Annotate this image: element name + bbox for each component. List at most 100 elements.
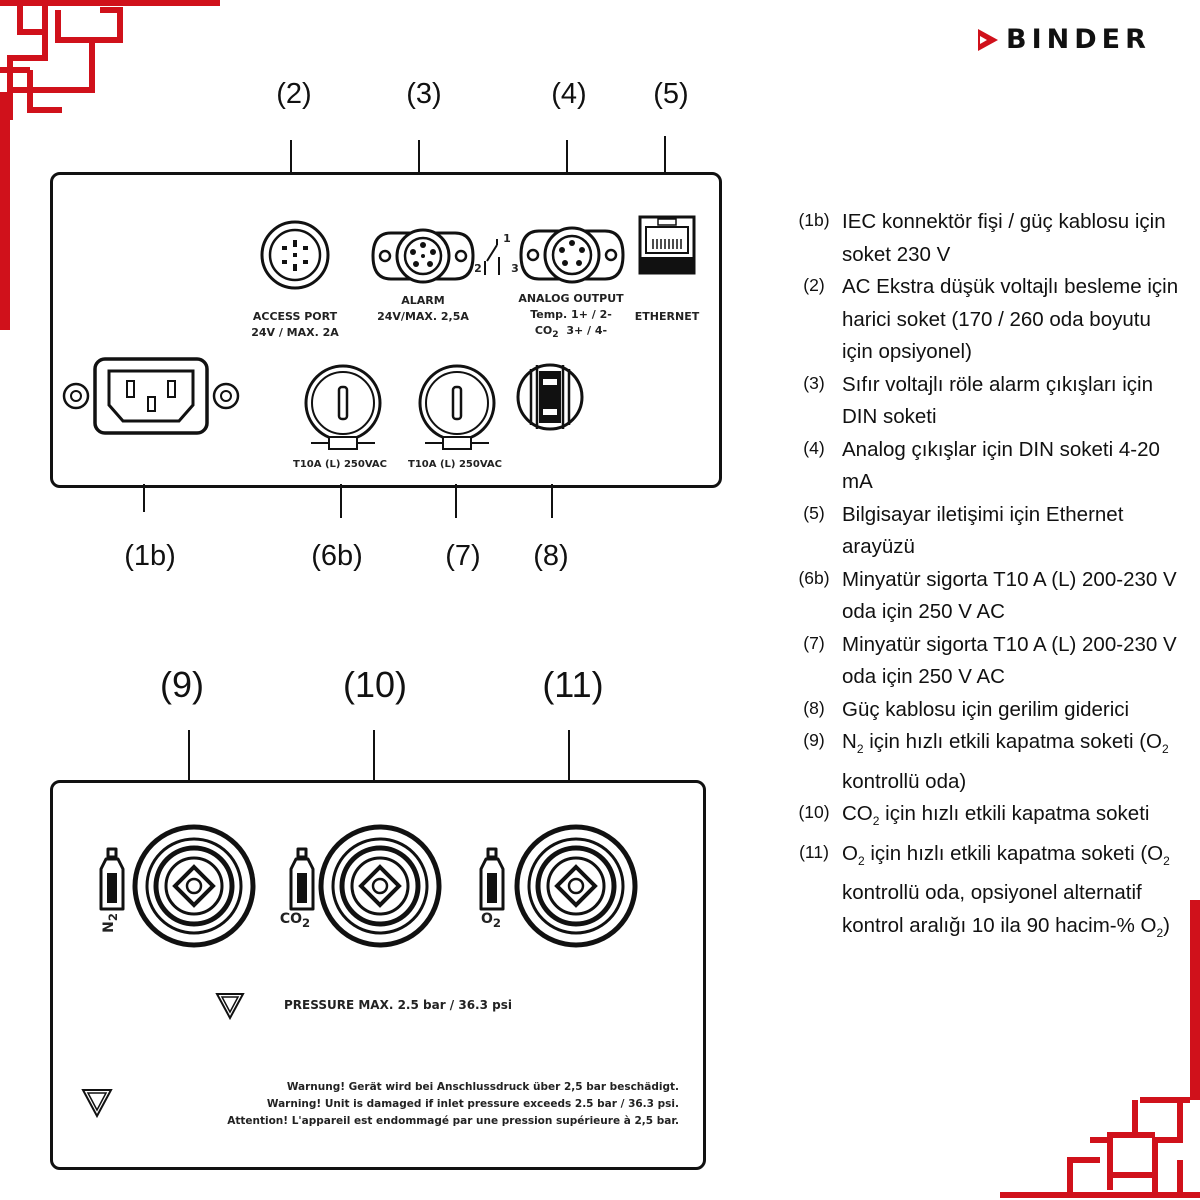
warning-en: Warning! Unit is damaged if inlet pressu… (266, 1098, 679, 1110)
alarm-text: ALARM (401, 294, 445, 307)
leader-line (143, 484, 145, 512)
legend-number: (6b) (798, 567, 830, 588)
fuse-symbol-icon (425, 436, 489, 450)
legend-text: CO2 için hızlı etkili kapatma soketi (842, 798, 1186, 838)
fuse-holder-icon (304, 364, 382, 442)
alarm-rating: 24V/MAX. 2,5A (377, 310, 469, 323)
callout-6b: (6b) (311, 540, 363, 572)
leader-line (455, 484, 457, 518)
callout-10: (10) (342, 664, 408, 705)
legend-item: (8) Güç kablosu için gerilim giderici (786, 694, 1186, 727)
legend-text: Güç kablosu için gerilim giderici (842, 697, 1130, 721)
callout-2: (2) (276, 78, 312, 110)
legend-number: (5) (803, 502, 825, 523)
rear-connection-panel: ACCESS PORT 24V / MAX. 2A 1 2 3 ALARM 24… (50, 172, 722, 488)
gas-label-main: CO (279, 911, 303, 927)
analog-output-din-socket-icon (519, 226, 625, 284)
gas-label-co2: CO2 (280, 911, 310, 931)
binder-logo-mark-icon (978, 28, 998, 51)
legend-item: (7)Minyatür sigorta T10 A (L) 200-230 V … (786, 629, 1186, 694)
pressure-text: PRESSURE MAX. 2.5 bar / 36.3 psi (284, 998, 512, 1012)
legend-text-part: için hızlı etkili kapatma soketi (O (863, 730, 1162, 753)
gas-label-o2: O2 (481, 911, 501, 931)
warning-triangle-icon (215, 993, 245, 1021)
fuse-label: T10A (L) 250VAC (408, 459, 502, 470)
legend-text: IEC konnektör fişi / güç kablosu için so… (842, 210, 1166, 266)
analog-output-label: ANALOG OUTPUT Temp. 1+ / 2- CO2 3+ / 4- (518, 291, 623, 343)
logo-text: BINDER (1006, 24, 1151, 55)
legend-number: (8) (803, 697, 825, 718)
legend-item: (4)Analog çıkışlar için DIN soketi 4-20 … (786, 434, 1186, 499)
access-port-rating: 24V / MAX. 2A (251, 326, 339, 339)
legend-text-part: ) (1163, 913, 1170, 937)
legend-item: (3) Sıfır voltajlı röle alarm çıkışları i… (786, 369, 1186, 434)
analog-output-co2: CO2 3+ / 4- (518, 323, 623, 343)
warning-fr: Attention! L'appareil est endommagé par … (227, 1115, 679, 1127)
leader-line (664, 136, 666, 174)
gas-cylinder-icon (289, 847, 315, 911)
analog-co-text: CO (534, 324, 553, 337)
legend-subscript: 2 (1162, 742, 1169, 757)
gas-label-n2: N2 (101, 913, 121, 933)
legend-text: AC Ekstra düşük voltajlı besleme için ha… (842, 275, 1179, 363)
gas-label-main: O (480, 911, 493, 927)
legend-item: (5)Bilgisayar iletişimi için Ethernet ar… (786, 499, 1186, 564)
callout-1b: (1b) (124, 540, 176, 572)
legend-item: (11)O2 için hızlı etkili kapatma soketi … (786, 838, 1186, 950)
gas-label-sub: 2 (492, 915, 502, 930)
legend-number: (3) (803, 372, 825, 393)
callout-3: (3) (406, 78, 442, 110)
callout-7: (7) (445, 540, 481, 572)
gas-cylinder-icon (479, 847, 505, 911)
legend-text-part: için hızlı etkili kapatma soketi (879, 802, 1150, 826)
leader-line (418, 140, 420, 174)
legend-text: O2 için hızlı etkili kapatma soketi (O2 … (842, 838, 1186, 950)
legend-text: N2 için hızlı etkili kapatma soketi (O2 … (842, 726, 1186, 798)
iec-inlet-icon (62, 357, 240, 435)
analog-co-sub: 2 (552, 329, 559, 341)
legend-text: Analog çıkışlar için DIN soketi 4-20 mA (842, 437, 1160, 494)
legend-text-part: O (842, 841, 858, 865)
access-port-text: ACCESS PORT (252, 310, 338, 323)
leader-line (340, 484, 342, 518)
legend-text-part: için hızlı etkili kapatma soketi (O (864, 841, 1164, 865)
legend-subscript: 2 (857, 853, 865, 868)
gas-label-main: N (101, 921, 118, 933)
corner-ornament-top-left (0, 0, 220, 330)
o2-quick-coupling-icon (514, 824, 638, 948)
ethernet-label: ETHERNET (634, 310, 700, 323)
leader-line (290, 140, 292, 174)
analog-output-text: ANALOG OUTPUT (518, 292, 624, 305)
ethernet-port-icon (638, 215, 696, 275)
legend-number: (10) (798, 802, 830, 823)
warning-de: Warnung! Gerät wird bei Anschlussdruck ü… (286, 1081, 679, 1093)
callout-5: (5) (653, 78, 689, 110)
legend-text: Minyatür sigorta T10 A (L) 200-230 V oda… (842, 632, 1177, 689)
callout-8: (8) (533, 540, 569, 572)
gas-label-sub: 2 (302, 915, 311, 930)
co2-quick-coupling-icon (318, 824, 442, 948)
legend-text-part: CO (842, 802, 873, 826)
alarm-din-socket-icon (371, 228, 475, 284)
warning-text: Warnung! Gerät wird bei Anschlussdruck ü… (227, 1079, 679, 1130)
fuse-label: T10A (L) 250VAC (293, 459, 387, 470)
legend-text: Sıfır voltajlı röle alarm çıkışları için… (842, 372, 1153, 429)
legend-text: Minyatür sigorta T10 A (L) 200-230 V oda… (842, 567, 1177, 624)
legend-number: (11) (799, 841, 829, 862)
legend-item: (2)AC Ekstra düşük voltajlı besleme için… (786, 271, 1186, 369)
access-port-socket-icon (260, 220, 330, 290)
warning-triangle-icon (81, 1089, 113, 1119)
callout-9: (9) (160, 664, 204, 705)
legend-item: (9)N2 için hızlı etkili kapatma soketi (… (786, 726, 1186, 798)
legend-subscript: 2 (872, 814, 880, 829)
legend-item: (1b) IEC konnektör fişi / güç kablosu içi… (786, 206, 1186, 271)
access-port-label: ACCESS PORT 24V / MAX. 2A (251, 309, 339, 341)
relay-symbol-icon (484, 239, 500, 275)
relay-pin-3: 3 (511, 262, 519, 275)
legend-subscript: 2 (1163, 853, 1170, 868)
binder-logo: BINDER (978, 24, 1151, 55)
legend-number: (1b) (798, 210, 830, 230)
leader-line (566, 140, 568, 174)
leader-line (373, 730, 375, 816)
legend-item: (6b) Minyatür sigorta T10 A (L) 200-230 V… (786, 564, 1186, 629)
